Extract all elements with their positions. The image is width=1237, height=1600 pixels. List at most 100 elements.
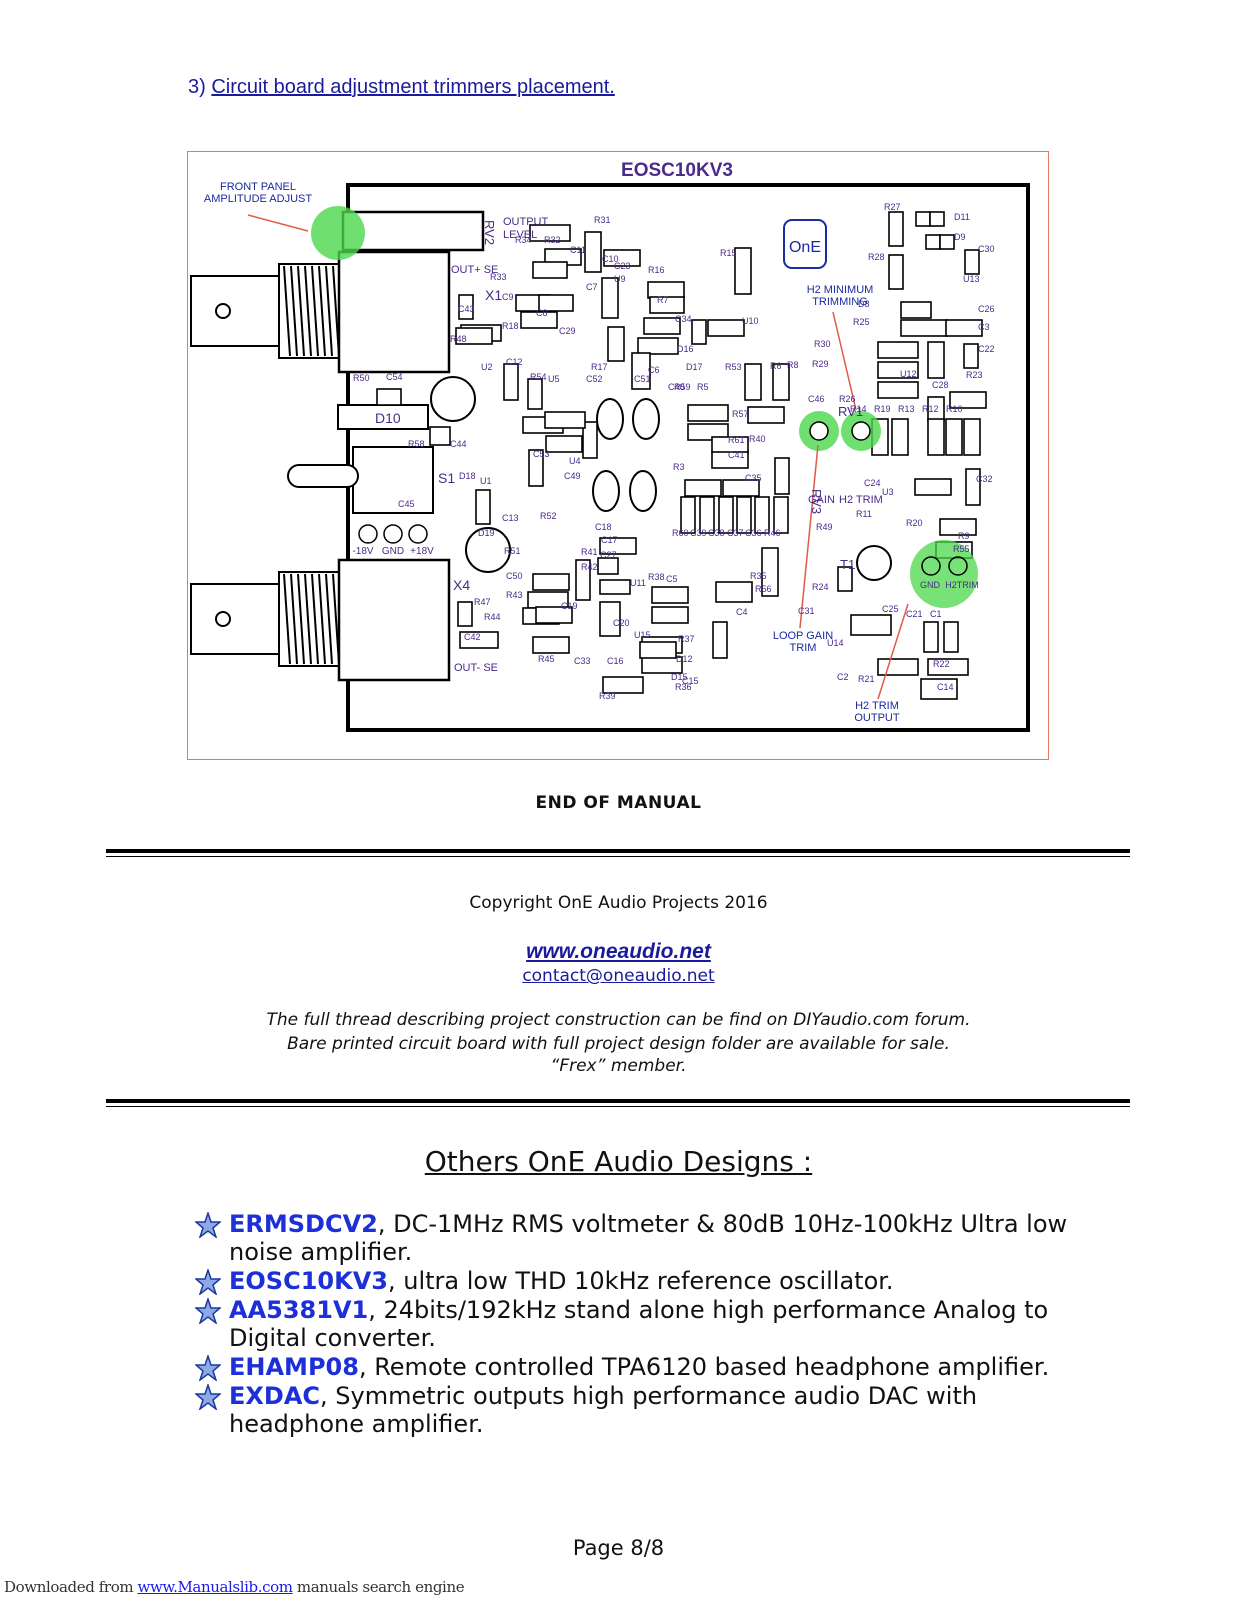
component-label: R10: [946, 404, 963, 414]
pcb-component: [458, 294, 474, 320]
component-label: C14: [937, 682, 954, 692]
pcb-component: [528, 449, 544, 487]
pcb-component: [927, 418, 945, 456]
pcb-component: [545, 435, 583, 453]
component-label: C36: [745, 528, 762, 538]
component-label: R55: [953, 544, 970, 554]
component-label: D17: [686, 362, 703, 372]
pcb-component: [772, 363, 790, 401]
section-title-link[interactable]: Circuit board adjustment trimmers placem…: [211, 76, 615, 98]
component-label: C10: [602, 254, 619, 264]
label-out-plus: OUT+ SE: [451, 264, 498, 276]
component-label: R39: [599, 691, 616, 701]
electrolytic-cap: [430, 376, 476, 422]
d10-body: [337, 404, 429, 430]
pcb-component: [639, 641, 677, 659]
component-label: C20: [613, 618, 630, 628]
pcb-component: [503, 363, 519, 401]
component-label: C3: [978, 322, 990, 332]
callout-h2-trim-output-1: H2 TRIM: [855, 700, 899, 712]
transistor-t1: [856, 545, 892, 581]
list-item: ERMSDCV2, DC-1MHz RMS voltmeter & 80dB 1…: [195, 1210, 1095, 1266]
component-label: R32: [544, 235, 561, 245]
board-outline: [346, 183, 1030, 732]
email-link[interactable]: contact@oneaudio.net: [522, 966, 715, 986]
component-label: C38: [708, 528, 725, 538]
pcb-component: [535, 606, 573, 624]
pcb-component: [754, 496, 770, 534]
component-label: C16: [607, 656, 624, 666]
component-label: C29: [559, 326, 576, 336]
component-label: C24: [864, 478, 881, 488]
pcb-component: [945, 418, 963, 456]
component-label: R50: [353, 373, 370, 383]
component-label: R15: [720, 248, 737, 258]
component-label: C41: [728, 450, 745, 460]
pcb-component: [744, 363, 762, 401]
list-item: EOSC10KV3, ultra low THD 10kHz reference…: [195, 1267, 1095, 1295]
component-label: R33: [490, 272, 507, 282]
electrolytic-cap: [465, 527, 511, 573]
cap-c51: [632, 398, 660, 440]
component-label: C23: [614, 261, 631, 271]
component-label: R31: [594, 215, 611, 225]
divider: [106, 849, 1130, 857]
component-label: R8: [787, 360, 799, 370]
pcb-component: [736, 496, 752, 534]
pcb-component: [939, 518, 977, 536]
component-label: C7: [586, 282, 598, 292]
pcb-component: [532, 573, 570, 591]
pcb-component: [915, 211, 931, 227]
component-label: U9: [614, 274, 626, 284]
pcb-component: [651, 586, 689, 604]
component-label: R17: [591, 362, 608, 372]
pcb-component: [949, 391, 987, 409]
pcb-component: [837, 566, 853, 592]
website-link[interactable]: www.oneaudio.net: [526, 940, 711, 963]
pcb-component: [761, 547, 779, 597]
star-icon: [195, 1212, 221, 1238]
component-label: R47: [474, 597, 491, 607]
component-label: C49: [564, 471, 581, 481]
pcb-component: [712, 621, 728, 659]
component-label: R42: [581, 562, 598, 572]
component-label: C17: [601, 535, 618, 545]
pcb-component: [929, 211, 945, 227]
component-label: R38: [648, 572, 665, 582]
component-label: C25: [882, 604, 899, 614]
pcb-component: [582, 421, 598, 459]
component-label: C50: [506, 571, 523, 581]
pcb-component: [637, 337, 679, 355]
pcb-component: [651, 606, 689, 624]
pcb-component: [680, 496, 696, 534]
component-label: D9: [954, 232, 966, 242]
component-label: R19: [874, 404, 891, 414]
component-label: R41: [581, 547, 598, 557]
pcb-component: [529, 224, 571, 242]
component-label: C53: [533, 449, 550, 459]
pcb-component: [631, 352, 651, 390]
star-icon: [195, 1355, 221, 1381]
pcb-component: [649, 296, 685, 314]
component-label: C35: [745, 473, 762, 483]
label-minus18v: -18V: [352, 546, 373, 557]
label-gnd: GND: [920, 580, 941, 590]
footer-link[interactable]: www.Manualslib.com: [137, 1578, 293, 1596]
design-name: EOSC10KV3: [229, 1267, 388, 1295]
component-label: R14: [850, 404, 867, 414]
pcb-component: [429, 426, 451, 446]
design-name: EHAMP08: [229, 1353, 359, 1381]
component-label: C45: [398, 499, 415, 509]
component-label: R49: [816, 522, 833, 532]
component-label: R43: [506, 590, 523, 600]
component-label: C13: [502, 513, 519, 523]
pcb-component: [597, 557, 619, 575]
pcb-component: [715, 581, 753, 603]
star-icon: [195, 1269, 221, 1295]
component-label: C28: [932, 380, 949, 390]
component-label: C11: [570, 245, 586, 255]
component-label: U11: [630, 578, 646, 588]
label-t1: T1: [840, 557, 855, 572]
component-label: C42: [464, 632, 481, 642]
design-name: ERMSDCV2: [229, 1210, 378, 1238]
